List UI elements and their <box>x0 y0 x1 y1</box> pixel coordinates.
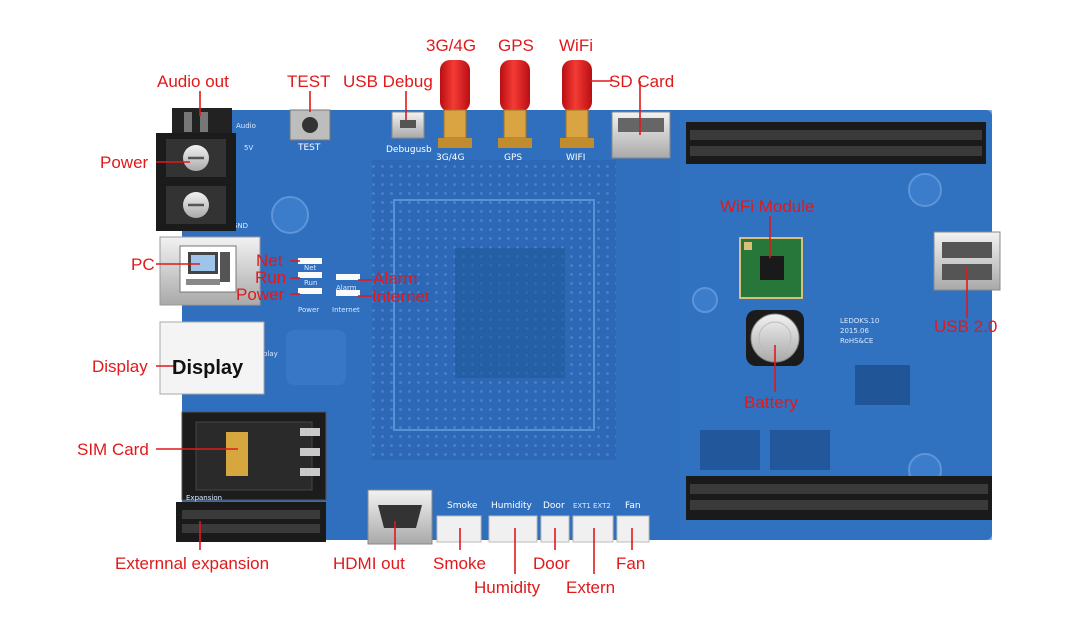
display-overlay-text: Display <box>172 357 244 379</box>
silk-run: Run <box>304 279 317 287</box>
label-net: Net <box>256 251 283 270</box>
audio-jack <box>172 108 232 136</box>
display-connector <box>159 321 265 395</box>
silkscreen-text: LEDOKS.10 2015.06 RoHS&CE GND 5V Audio D… <box>232 122 879 358</box>
silk-wifi: WIFI <box>566 153 585 163</box>
label-display: Display <box>92 357 148 376</box>
label-fan: Fan <box>616 554 645 573</box>
label-3g4g: 3G/4G <box>426 36 476 55</box>
label-test: TEST <box>287 72 330 91</box>
callout-labels: Audio out TEST USB Debug 3G/4G GPS WiFi … <box>77 36 997 597</box>
silk-gnd: GND <box>232 222 248 230</box>
silk-3g4g: 3G/4G <box>436 153 464 163</box>
label-usb-debug: USB Debug <box>343 72 433 91</box>
silk-expansion: Expansion <box>186 494 222 502</box>
label-sd-card: SD Card <box>609 72 674 91</box>
silk-fan: Fan <box>625 501 641 511</box>
antenna-3g4g: 3G/4G <box>436 60 472 163</box>
silk-net: Net <box>304 264 317 272</box>
label-power: Power <box>100 153 149 172</box>
label-sim-card: SIM Card <box>77 440 149 459</box>
silk-board-id: LEDOKS.10 <box>840 317 879 325</box>
label-internet: Internet <box>372 287 430 306</box>
silk-5v: 5V <box>244 144 253 152</box>
antenna-wifi: WIFI <box>560 60 594 163</box>
label-alarm: Alarm <box>373 269 417 288</box>
label-usb20: USB 2.0 <box>934 317 997 336</box>
debug-usb-component: Debugusb <box>386 111 432 155</box>
label-wifi: WiFi <box>559 36 593 55</box>
silk-test: TEST <box>297 143 321 153</box>
label-smoke: Smoke <box>433 554 486 573</box>
silk-debugusb: Debugusb <box>386 145 432 155</box>
silk-board-rohs: RoHS&CE <box>840 337 873 345</box>
antenna-gps: GPS <box>498 60 532 163</box>
label-humidity: Humidity <box>474 578 541 597</box>
wifi-module-component <box>739 237 803 299</box>
status-leds: Net Run Power Alarm Internet <box>298 258 360 314</box>
silk-power: Power <box>298 306 319 314</box>
silk-door: Door <box>543 501 565 511</box>
hdmi-port <box>367 489 433 545</box>
silk-alarm: Alarm <box>336 284 357 292</box>
silk-gps: GPS <box>504 153 522 163</box>
bottom-pin-header <box>686 476 992 520</box>
label-wifi-module: WiFi Module <box>720 197 814 216</box>
label-extern: Extern <box>566 578 615 597</box>
label-pc: PC <box>131 255 155 274</box>
silk-audio: Audio <box>236 122 256 130</box>
label-audio-out: Audio out <box>157 72 229 91</box>
silk-humidity: Humidity <box>491 501 532 511</box>
silk-internet: Internet <box>332 306 360 314</box>
silk-ext2: EXT2 <box>593 502 611 510</box>
pc-usb-connector <box>159 236 261 306</box>
label-run: Run <box>255 268 286 287</box>
label-power-led: Power <box>236 285 285 304</box>
sim-card-holder <box>181 411 327 501</box>
label-door: Door <box>533 554 570 573</box>
silk-smoke: Smoke <box>447 501 478 511</box>
silk-ext1: EXT1 <box>573 502 591 510</box>
silk-display: Display <box>252 350 278 358</box>
leader-lines <box>156 80 968 574</box>
sd-card-slot <box>611 111 671 159</box>
power-terminal <box>156 133 236 231</box>
expansion-header: Expansion <box>176 494 326 542</box>
label-hdmi-out: HDMI out <box>333 554 405 573</box>
top-pin-header <box>686 122 986 164</box>
label-battery: Battery <box>744 393 798 412</box>
label-external-expansion: Externnal expansion <box>115 554 269 573</box>
silk-board-date: 2015.06 <box>840 327 869 335</box>
label-gps: GPS <box>498 36 534 55</box>
pcb-board <box>182 110 992 540</box>
